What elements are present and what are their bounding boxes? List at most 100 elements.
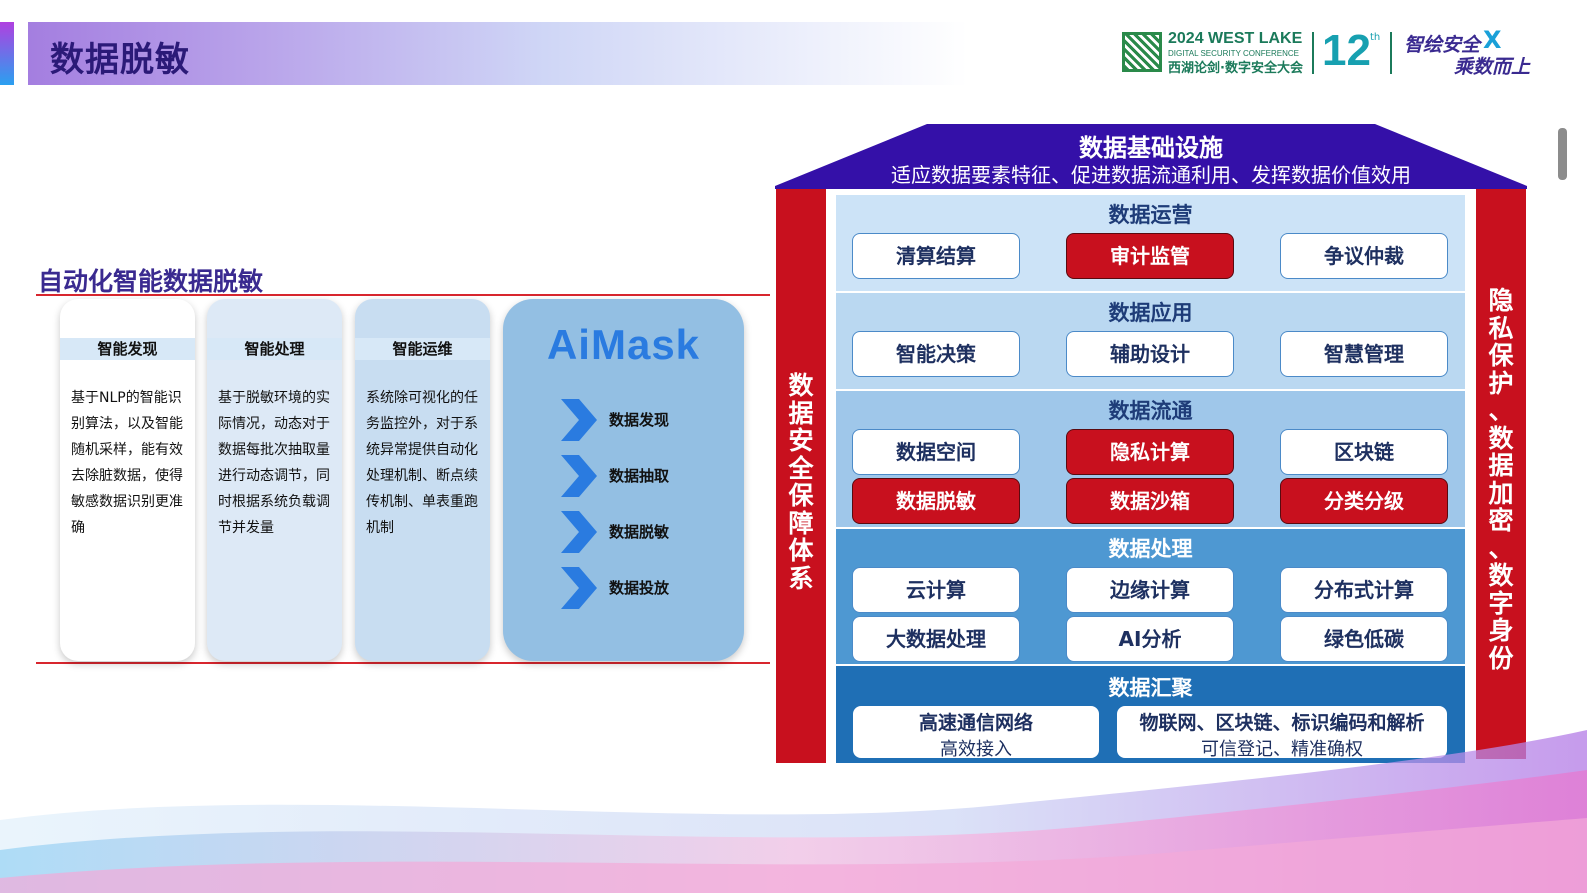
conference-name-en: 2024 WEST LAKE [1168,30,1303,47]
chevron-right-icon [561,567,597,609]
chevron-right-icon [561,399,597,441]
layer-title: 数据处理 [1108,537,1193,561]
pillar-char: 保 [1488,341,1514,370]
page-title: 数据脱敏 [50,40,190,80]
pillar-char: 、 [1488,396,1514,425]
layer-title: 数据流通 [1108,399,1193,423]
aimask-panel: AiMask 数据发现 数据抽取 数据脱敏 数据投放 [503,299,744,661]
chip-highlight: 数据脱敏 [852,478,1020,524]
aimask-logo: AiMask [546,321,701,368]
feature-card-body: 基于脱敏环境的实际情况，动态对于数据每批次抽取量进行动态调节，同时根据系统负载调… [218,390,330,536]
pillar-char: 体 [788,536,814,565]
layer-title: 数据汇聚 [1108,676,1193,700]
feature-card-title: 智能发现 [60,338,195,360]
feature-card-discovery: 智能发现 基于NLP的智能识别算法，以及智能随机采样，能有效去除脏数据，使得敏感… [60,299,195,661]
aimask-step-label: 数据脱敏 [609,523,670,541]
feature-card-body: 基于NLP的智能识别算法，以及智能随机采样，能有效去除脏数据，使得敏感数据识别更… [71,390,183,536]
wide-chip-network: 高速通信网络 高效接入 [853,706,1099,760]
layer-data-circulation: 数据流通 数据空间 隐私计算 区块链 数据脱敏 数据沙箱 分类分级 [836,391,1465,527]
wide-chip-line2: 可信登记、精准确权 [1201,739,1363,760]
chip-highlight: 隐私计算 [1066,429,1234,475]
layer-title: 数据应用 [1108,301,1193,325]
pillar-char: 、 [1488,533,1514,563]
pillar-char: 据 [1488,451,1514,480]
layer-data-operations: 数据运营 清算结算 审计监管 争议仲裁 [836,195,1465,291]
pillar-char: 私 [1488,313,1514,343]
left-accent-bar [0,22,14,85]
chip-normal: 智能决策 [852,331,1020,377]
pillar-char: 密 [1488,506,1514,535]
pillar-char: 身 [1488,616,1514,645]
chip-normal: 智慧管理 [1280,331,1448,377]
pillar-char: 安 [788,426,814,455]
left-pillar-label: 数据安全保障体系 [776,372,826,592]
chip-normal: 数据空间 [852,429,1020,475]
feature-card-processing: 智能处理 基于脱敏环境的实际情况，动态对于数据每批次抽取量进行动态调节，同时根据… [207,299,342,661]
architecture-roof [775,124,1527,189]
slogan-x: X [1483,26,1502,54]
pillar-char: 数 [1488,423,1514,453]
right-pillar-label: 隐私保护、数据加密、数字身份 [1476,287,1526,672]
pillar-char: 隐 [1488,286,1514,315]
layer-data-processing: 数据处理 云计算 边缘计算 分布式计算 大数据处理 AI分析 绿色低碳 [836,529,1465,664]
pillar-char: 字 [1488,588,1514,618]
chip-normal: 大数据处理 [852,616,1020,662]
decorative-wave [0,730,1587,893]
title-band: 数据脱敏 [28,22,968,85]
wide-chip-line1: 高速通信网络 [918,712,1033,734]
wide-chip-iot: 物联网、区块链、标识编码和解析 可信登记、精准确权 [1117,706,1447,760]
pillar-char: 数 [788,371,814,400]
pillar-char: 障 [788,508,814,538]
chip-highlight: 数据沙箱 [1066,478,1234,524]
pillar-char: 全 [788,453,814,483]
aimask-step-label: 数据投放 [609,579,670,597]
layer-data-application: 数据应用 智能决策 辅助设计 智慧管理 [836,293,1465,389]
chip-normal: 区块链 [1280,429,1448,475]
logo-divider [1390,32,1392,74]
roof-subtitle: 适应数据要素特征、促进数据流通利用、发挥数据价值效用 [891,163,1411,187]
conference-subname-en: DIGITAL SECURITY CONFERENCE [1168,49,1299,58]
divider-top [36,294,770,296]
layer-data-aggregation: 数据汇聚 高速通信网络 高效接入 物联网、区块链、标识编码和解析 可信登记、精准… [836,666,1465,763]
pillar-char: 保 [788,481,814,510]
chip-normal: AI分析 [1066,616,1234,662]
roof-title: 数据基础设施 [1079,134,1223,162]
pillar-char: 据 [788,398,814,428]
pillar-char: 数 [1488,561,1514,590]
scrollbar-thumb[interactable] [1558,128,1567,180]
feature-card-body: 系统除可视化的任务监控外，对于系统异常提供自动化处理机制、断点续传机制、单表重跑… [366,390,478,536]
section-title: 自动化智能数据脱敏 [38,267,264,296]
chevron-right-icon [561,511,597,553]
slogan-line2: 乘数而上 [1454,56,1531,78]
aimask-step-label: 数据发现 [609,411,670,429]
slogan-line1: 智绘安全 [1404,34,1481,56]
conference-logo: 2024 WEST LAKE DIGITAL SECURITY CONFEREN… [1122,26,1562,78]
chip-normal: 云计算 [852,567,1020,613]
conference-seal-icon [1122,32,1162,72]
feature-card-operations: 智能运维 系统除可视化的任务监控外，对于系统异常提供自动化处理机制、断点续传机制… [355,299,490,661]
conference-name-cn: 西湖论剑·数字安全大会 [1168,61,1303,76]
pillar-char: 护 [1488,368,1514,398]
feature-card-title: 智能运维 [355,338,490,360]
conference-edition: 12 [1322,26,1371,75]
feature-card-title: 智能处理 [207,338,342,360]
chevron-right-icon [561,455,597,497]
logo-divider [1312,32,1314,74]
pillar-char: 加 [1488,478,1514,508]
pillar-char: 份 [1488,643,1514,673]
chip-normal: 分布式计算 [1280,567,1448,613]
conference-edition-suffix: th [1370,32,1381,43]
right-pillar: 隐私保护、数据加密、数字身份 [1476,189,1526,759]
chip-normal: 边缘计算 [1066,567,1234,613]
chip-normal: 绿色低碳 [1280,616,1448,662]
wide-chip-line2: 高效接入 [940,739,1012,760]
chip-highlight: 审计监管 [1066,233,1234,279]
chip-highlight: 分类分级 [1280,478,1448,524]
aimask-step-label: 数据抽取 [609,467,670,485]
left-pillar: 数据安全保障体系 [776,189,826,763]
chip-normal: 争议仲裁 [1280,233,1448,279]
divider-bottom [36,662,770,664]
layer-title: 数据运营 [1108,203,1193,227]
chip-normal: 清算结算 [852,233,1020,279]
pillar-char: 系 [788,563,814,593]
